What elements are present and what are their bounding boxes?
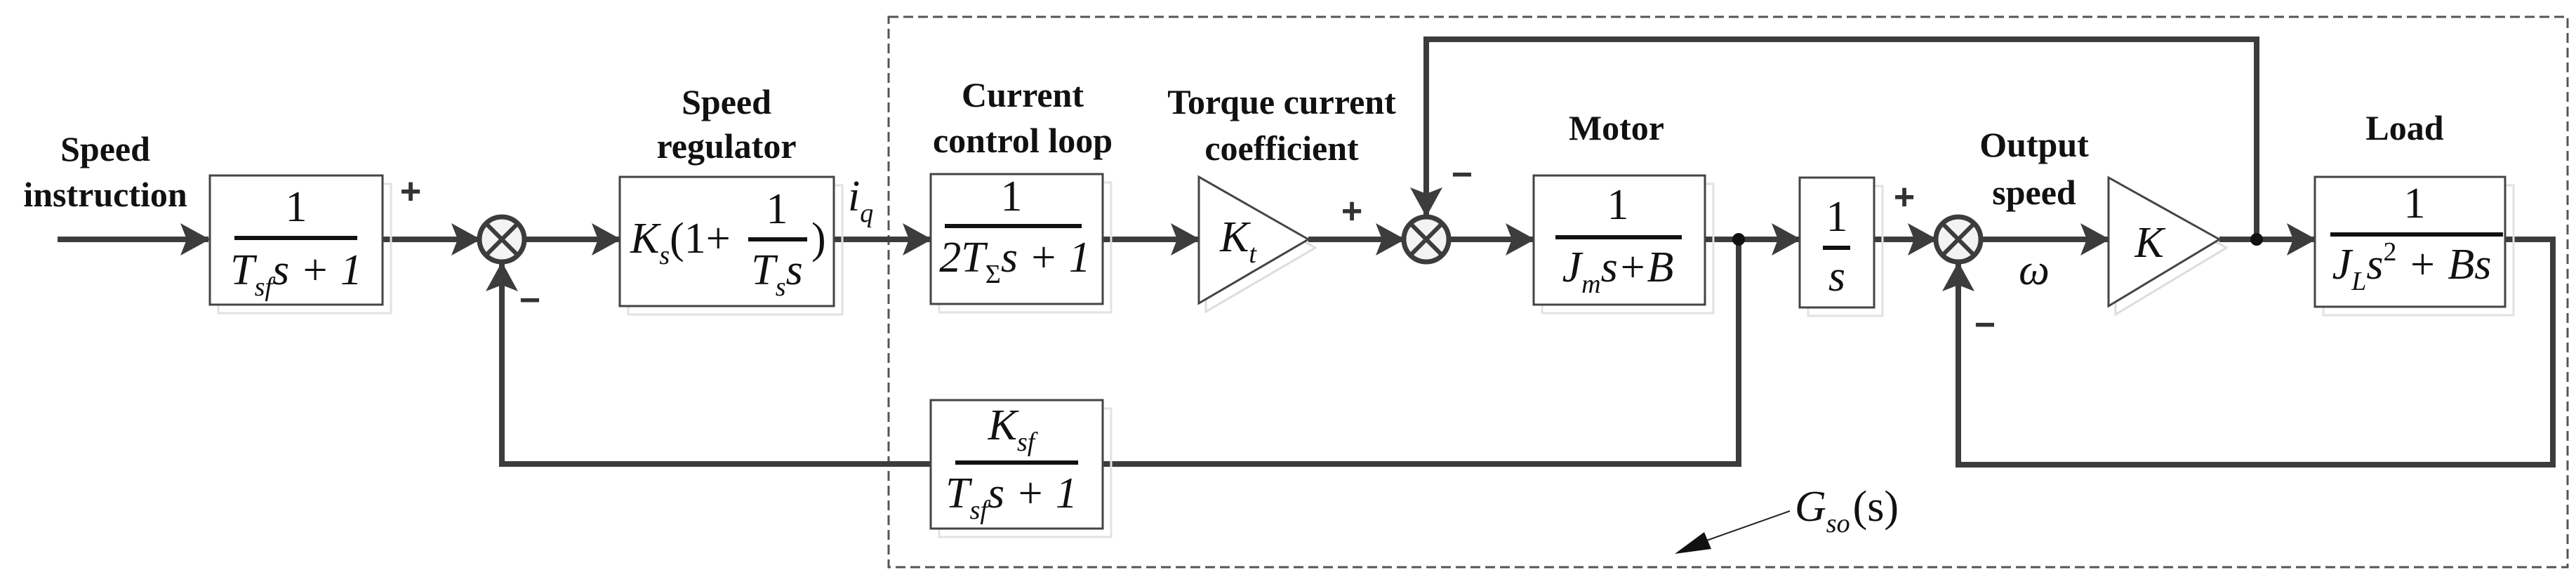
svg-text:Jms+B: Jms+B xyxy=(1562,244,1674,299)
svg-text:1: 1 xyxy=(766,185,788,233)
svg-text:Kt: Kt xyxy=(1219,213,1257,269)
torque-gain-block: Kt xyxy=(1197,175,1318,314)
svg-text:2TΣs + 1: 2TΣs + 1 xyxy=(939,234,1091,289)
svg-text:1: 1 xyxy=(1001,173,1023,220)
plus-sign: + xyxy=(1894,177,1915,218)
load-feedback-wire xyxy=(1942,237,2556,467)
current-loop-block: 1 2TΣs + 1 xyxy=(929,173,1113,314)
label-output-speed-1: Output xyxy=(1979,125,2089,164)
svg-text:Ks(1+: Ks(1+ xyxy=(630,215,731,270)
svg-text:JLs2 + Bs: JLs2 + Bs xyxy=(2332,237,2492,296)
speed-feedback-wire-return xyxy=(486,262,931,467)
summing-junction-2 xyxy=(1401,214,1452,265)
label-speed-regulator-2: regulator xyxy=(656,126,796,166)
load-block: 1 JLs2 + Bs xyxy=(2313,175,2515,317)
junction-dot xyxy=(2250,233,2263,246)
feedback-filter-block: Ksf Tsfs + 1 xyxy=(929,399,1113,538)
gso-pointer-arrow xyxy=(1675,532,1711,554)
label-load: Load xyxy=(2365,108,2443,147)
svg-text:1: 1 xyxy=(2404,180,2426,227)
minus-sign: − xyxy=(1452,154,1473,195)
minus-sign: − xyxy=(519,280,540,321)
label-torque-coef-1: Torque current xyxy=(1167,82,1396,121)
label-output-speed-2: speed xyxy=(1992,173,2076,212)
gso-label: Gso(s) xyxy=(1795,483,1899,538)
gso-boundary xyxy=(887,15,2569,569)
torque-feedback-wire xyxy=(1410,37,2259,239)
svg-text:Tss: Tss xyxy=(751,246,802,302)
svg-text:Tsfs + 1: Tsfs + 1 xyxy=(945,470,1077,525)
label-torque-coef-2: coefficient xyxy=(1204,128,1359,168)
label-speed-instruction-2: instruction xyxy=(23,175,187,214)
svg-text:s: s xyxy=(1828,253,1845,300)
plus-sign: + xyxy=(1341,191,1362,232)
svg-text:1: 1 xyxy=(1826,193,1848,241)
gain-block: K xyxy=(2107,175,2229,317)
signal-iq: iq xyxy=(848,173,873,228)
label-motor: Motor xyxy=(1569,108,1664,147)
label-current-loop-1: Current xyxy=(962,75,1084,114)
plus-sign: + xyxy=(400,171,421,212)
svg-text:Ksf: Ksf xyxy=(988,402,1038,457)
integrator-block: 1 s xyxy=(1798,176,1884,317)
label-speed-regulator-1: Speed xyxy=(682,82,771,121)
svg-text:): ) xyxy=(811,215,826,263)
svg-text:1: 1 xyxy=(286,183,307,231)
prefilter-block: 1 Tsfs + 1 xyxy=(208,174,392,314)
summing-junction-3 xyxy=(1933,214,1984,265)
summing-junction-1 xyxy=(477,214,527,265)
svg-text:K: K xyxy=(2134,219,2166,267)
motor-block: 1 Jms+B xyxy=(1532,174,1715,314)
signal-wires xyxy=(58,37,2556,467)
svg-text:Tsfs + 1: Tsfs + 1 xyxy=(230,246,362,302)
speed-regulator-block: Ks(1+ 1 Tss ) xyxy=(618,175,844,316)
signal-omega: ω xyxy=(2019,246,2050,294)
svg-text:1: 1 xyxy=(1607,181,1629,229)
label-speed-instruction-1: Speed xyxy=(60,129,150,168)
label-current-loop-2: control loop xyxy=(933,121,1113,160)
minus-sign: − xyxy=(1974,305,1996,345)
junction-dot xyxy=(1732,233,1745,246)
speed-feedback-wire xyxy=(1103,239,1741,467)
